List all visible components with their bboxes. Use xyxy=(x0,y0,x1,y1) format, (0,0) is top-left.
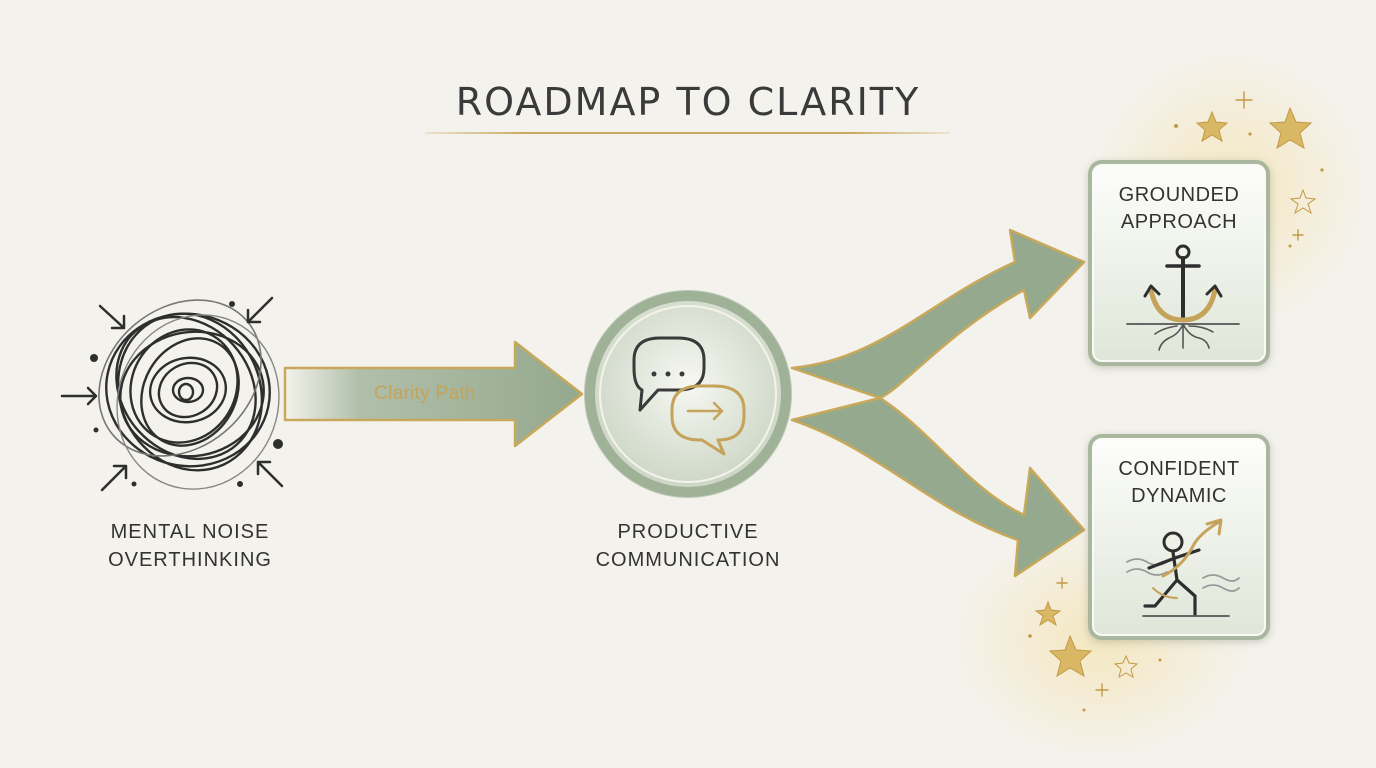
productive-communication-node xyxy=(584,290,792,498)
anchor-icon xyxy=(1126,244,1240,351)
mental-noise-line1: MENTAL NOISE xyxy=(110,521,270,543)
sparkle-dots xyxy=(1028,124,1324,712)
mental-noise-label: MENTAL NOISE OVERTHINKING xyxy=(80,518,300,574)
productive-communication-label: PRODUCTIVE COMMUNICATION xyxy=(568,518,808,574)
noise-dots xyxy=(90,301,283,487)
confident-dynamic-line1: CONFIDENT xyxy=(1118,458,1240,480)
clarity-path-arrow xyxy=(283,340,584,448)
converging-arrows xyxy=(60,296,284,492)
grounded-approach-line1: GROUNDED xyxy=(1118,184,1240,206)
productive-communication-line1: PRODUCTIVE xyxy=(617,521,759,543)
sparkle-marks xyxy=(1056,91,1304,697)
grounded-approach-line2: APPROACH xyxy=(1120,211,1238,233)
grounded-approach-box: GROUNDED APPROACH xyxy=(1088,160,1270,366)
chat-bubbles-icon xyxy=(632,336,746,456)
confident-dynamic-box: CONFIDENT DYNAMIC xyxy=(1088,434,1270,640)
branch-arrow-bottom xyxy=(790,396,1086,578)
tangle-icon xyxy=(98,299,280,490)
title-underline xyxy=(425,132,950,134)
confident-dynamic-title: CONFIDENT DYNAMIC xyxy=(1092,456,1266,510)
clarity-path-label: Clarity Path xyxy=(374,383,476,404)
star-decorations xyxy=(1034,106,1317,679)
diagram-title: ROADMAP TO CLARITY xyxy=(455,80,921,124)
branch-arrow-top xyxy=(790,228,1086,400)
productive-communication-line2: COMMUNICATION xyxy=(595,549,781,571)
confident-dynamic-line2: DYNAMIC xyxy=(1131,485,1227,507)
rising-person-icon xyxy=(1126,518,1240,617)
grounded-approach-title: GROUNDED APPROACH xyxy=(1092,182,1266,236)
mental-noise-line2: OVERTHINKING xyxy=(108,549,272,571)
